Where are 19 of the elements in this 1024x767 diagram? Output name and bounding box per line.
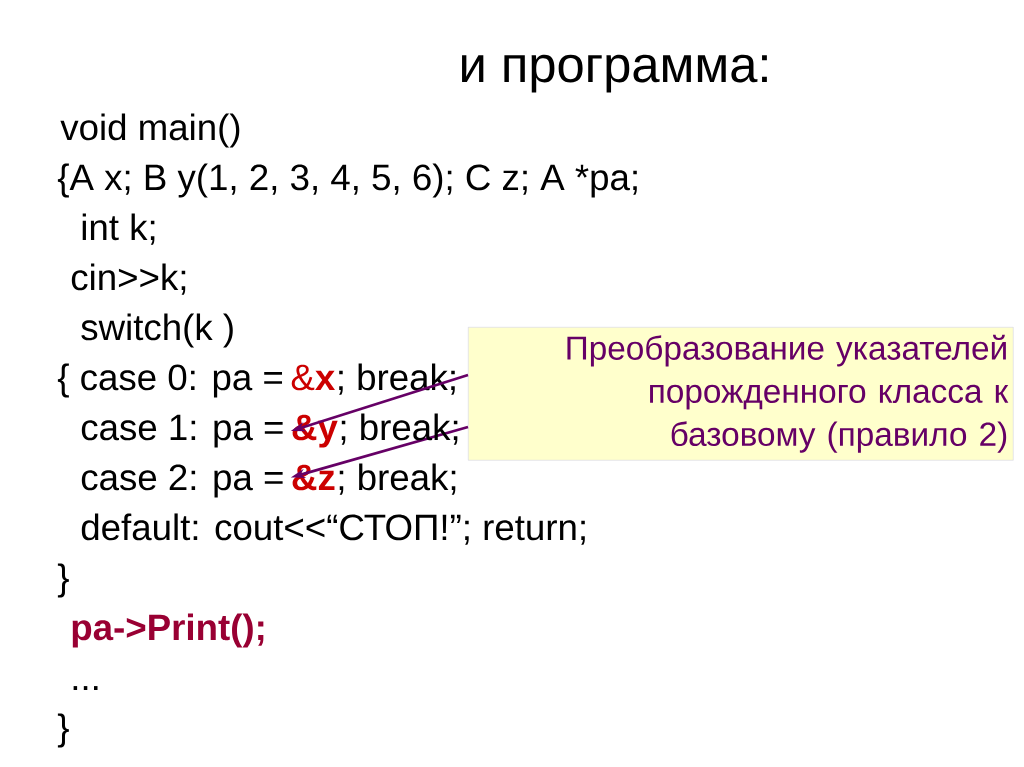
code-line: void main()	[60, 113, 240, 148]
callout-box: Преобразование указателей порожденного класса к базовому (правило 2)	[468, 327, 1014, 461]
code-line: }	[57, 713, 69, 748]
slide-title: и программа:	[462, 54, 767, 93]
code-line: case 2: pa =	[81, 464, 283, 498]
code-text: ; break;	[341, 413, 458, 445]
code-line: cin>>k;	[71, 263, 186, 295]
code-line: }	[57, 563, 69, 598]
code-text: ; break;	[339, 363, 455, 395]
code-line: ...	[73, 686, 98, 690]
code-text: ; break;	[339, 463, 456, 495]
code-line: {A x; B y(1, 2, 3, 4, 5, 6); C z; A *pa;	[57, 163, 637, 198]
code-line: { case 0: pa =	[57, 363, 282, 398]
code-line: default: cout<<“СТОП!”; return;	[81, 513, 585, 545]
code-line: switch(k )	[81, 313, 233, 348]
code-line: pa->Print();	[72, 613, 264, 648]
address-expression: &x	[291, 364, 335, 391]
code-line: int k;	[82, 213, 155, 245]
code-line: case 1: pa =	[81, 414, 283, 448]
